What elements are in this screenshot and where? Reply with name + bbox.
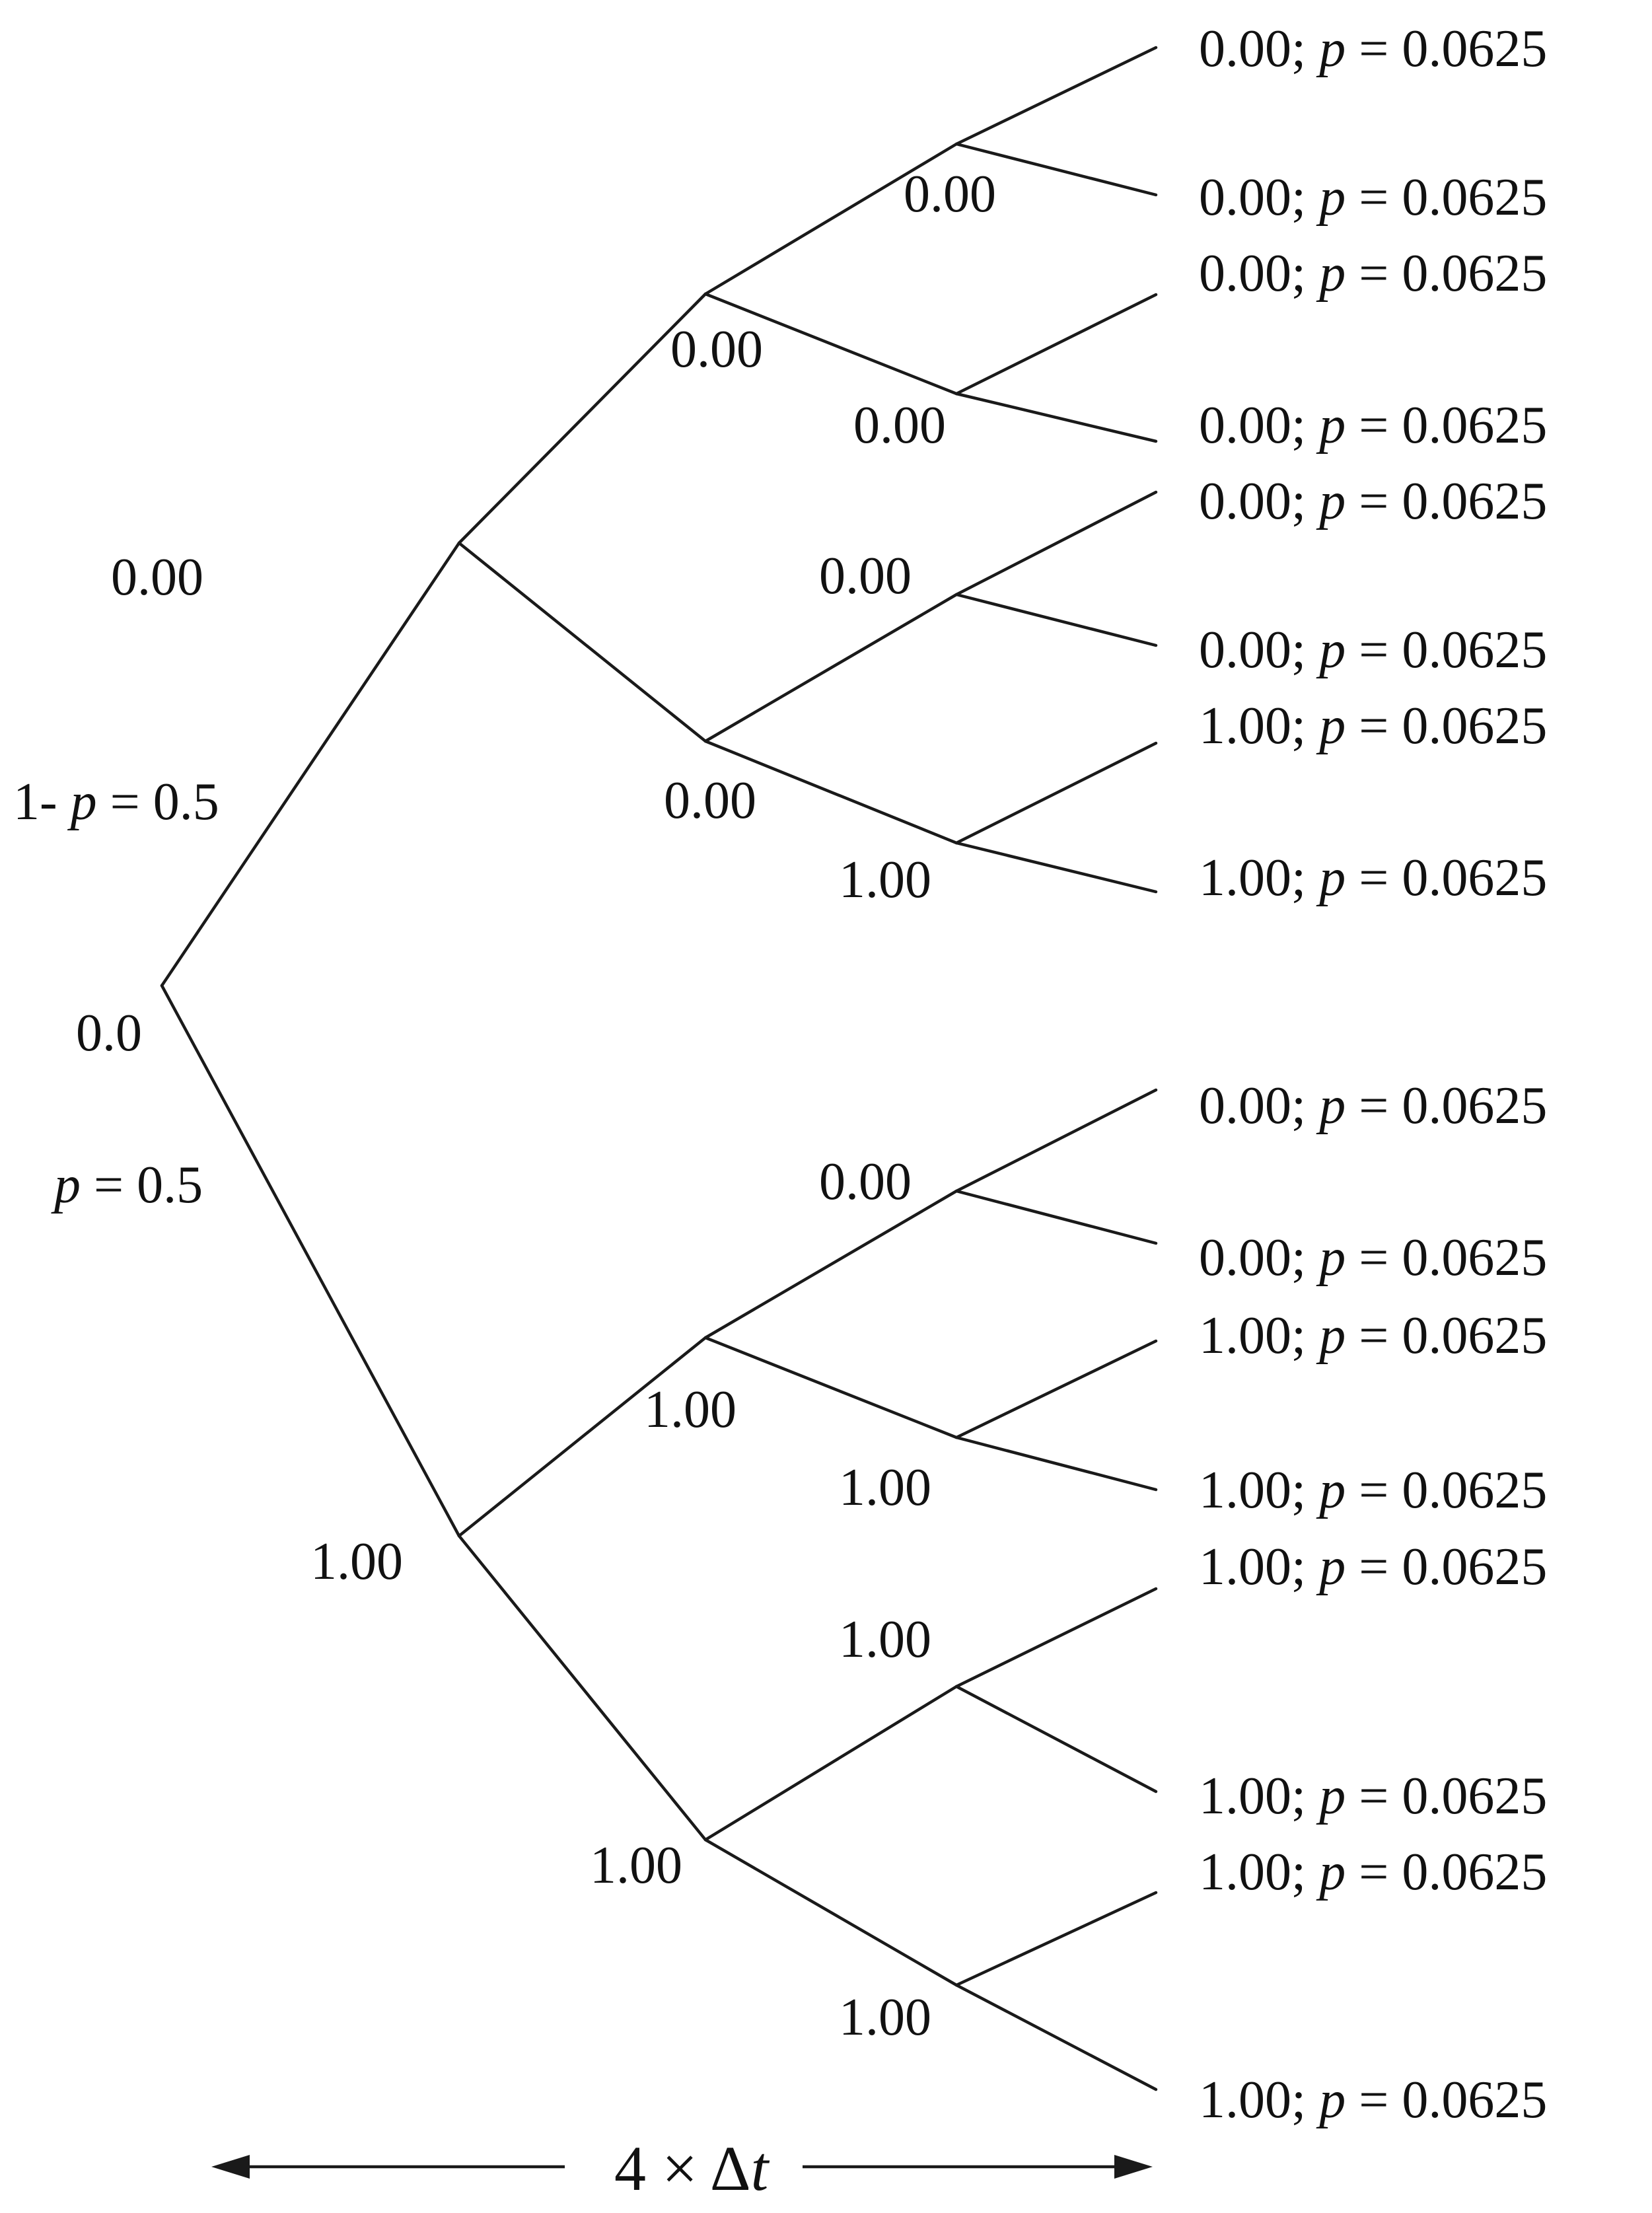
tree-edge <box>160 541 461 988</box>
level2-node-label: 0.00 <box>664 772 756 830</box>
tree-edge <box>457 1534 707 1842</box>
leaf-label: 0.00; p = 0.0625 <box>1199 1077 1547 1135</box>
tree-edge <box>457 541 707 743</box>
leaf-label: 1.00; p = 0.0625 <box>1199 697 1547 755</box>
tree-edge <box>954 1435 1158 1492</box>
tree-edge <box>954 593 1158 647</box>
leaf-label: 1.00; p = 0.0625 <box>1199 1843 1547 1901</box>
tree-edge <box>954 841 1158 894</box>
tree-edge <box>703 1838 958 1987</box>
level2-node-label: 0.00 <box>670 320 763 379</box>
leaf-label: 1.00; p = 0.0625 <box>1199 1461 1547 1519</box>
leaf-label: 0.00; p = 0.0625 <box>1199 1229 1547 1287</box>
time-axis-label: 4 × Δt <box>614 2133 770 2204</box>
tree-edge <box>954 1189 1158 1245</box>
level3-node-label: 0.00 <box>904 165 996 223</box>
tree-edge <box>954 1891 1158 1987</box>
tree-edge <box>954 1339 1158 1439</box>
down-branch-probability: p = 0.5 <box>51 1156 203 1214</box>
tree-edge <box>703 142 958 296</box>
time-axis-left-arrowhead <box>211 2155 250 2179</box>
tree-edge <box>954 741 1158 845</box>
level2-node-label: 1.00 <box>590 1836 682 1895</box>
leaf-label: 0.00; p = 0.0625 <box>1199 621 1547 679</box>
time-axis: 4 × Δt <box>211 2133 1153 2204</box>
level3-node-label: 0.00 <box>853 396 946 454</box>
level1-node-label: 0.00 <box>111 548 203 606</box>
level3-node-label: 0.00 <box>819 1153 912 1211</box>
leaf-label: 0.00; p = 0.0625 <box>1199 168 1547 227</box>
tree-edges <box>160 46 1158 2091</box>
tree-edge <box>954 293 1158 396</box>
tree-edge <box>954 142 1158 197</box>
leaf-label: 0.00; p = 0.0625 <box>1199 20 1547 78</box>
leaf-label: 1.00; p = 0.0625 <box>1199 2071 1547 2129</box>
tree-edge <box>954 490 1158 597</box>
tree-edge <box>954 1587 1158 1688</box>
tree-edge <box>703 1685 958 1842</box>
tree-edge <box>954 1088 1158 1193</box>
tree-labels: 0.0 1- p = 0.5 p = 0.5 0.00 1.00 0.00 0.… <box>13 20 1547 2129</box>
tree-edge <box>703 593 958 743</box>
leaf-label: 0.00; p = 0.0625 <box>1199 472 1547 530</box>
tree-edge <box>703 1189 958 1340</box>
tree-edge <box>703 292 958 396</box>
level2-node-label: 1.00 <box>644 1381 736 1439</box>
tree-edge <box>954 392 1158 443</box>
tree-edge <box>954 1983 1158 2091</box>
tree-edge <box>954 1685 1158 1794</box>
leaf-label: 1.00; p = 0.0625 <box>1199 1538 1547 1596</box>
leaf-label: 1.00; p = 0.0625 <box>1199 849 1547 907</box>
root-node-label: 0.0 <box>76 1004 142 1062</box>
level3-node-label: 1.00 <box>839 851 931 909</box>
level3-node-label: 1.00 <box>839 1611 931 1669</box>
leaf-label: 1.00; p = 0.0625 <box>1199 1767 1547 1825</box>
leaf-label: 0.00; p = 0.0625 <box>1199 244 1547 303</box>
time-axis-right-arrowhead <box>1114 2155 1153 2179</box>
level1-node-label: 1.00 <box>310 1533 403 1591</box>
tree-edge <box>457 292 707 545</box>
leaf-label: 0.00; p = 0.0625 <box>1199 396 1547 454</box>
tree-edge <box>954 46 1158 146</box>
up-branch-probability: 1- p = 0.5 <box>13 773 219 831</box>
level3-node-label: 1.00 <box>839 1459 931 1517</box>
tree-edge <box>703 1336 958 1439</box>
tree-edge <box>160 984 461 1538</box>
tree-edge <box>703 739 958 845</box>
tree-edge <box>457 1336 707 1538</box>
level3-node-label: 1.00 <box>839 1988 931 2047</box>
leaf-label: 1.00; p = 0.0625 <box>1199 1307 1547 1365</box>
level3-node-label: 0.00 <box>819 547 912 605</box>
